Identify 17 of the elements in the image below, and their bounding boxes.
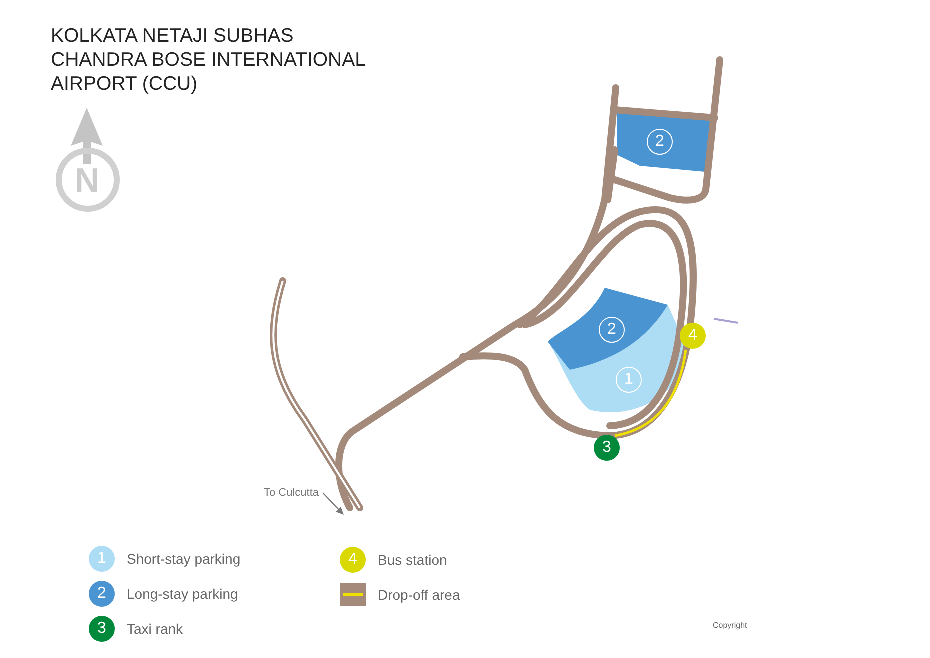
- legend-text: Short-stay parking: [127, 551, 241, 567]
- legend-swatch: 2: [89, 581, 115, 607]
- legend-text: Drop-off area: [378, 586, 460, 602]
- legend-text: Long-stay parking: [127, 586, 238, 602]
- numbered-marker: 4: [680, 323, 706, 349]
- numbered-marker: 2: [599, 317, 625, 343]
- map-title: KOLKATA NETAJI SUBHAS CHANDRA BOSE INTERNATIONAL AIRPORT (CCU): [51, 24, 366, 96]
- copyright-note: Copyright: [713, 621, 748, 630]
- numbered-marker: 3: [594, 435, 620, 461]
- numbered-marker: 2: [647, 129, 673, 155]
- legend-text: Bus station: [378, 552, 448, 568]
- direction-label: To Culcutta: [264, 487, 320, 499]
- legend-text: Taxi rank: [127, 621, 184, 637]
- legend-swatch: 1: [89, 546, 115, 572]
- legend-swatch: 3: [89, 616, 115, 642]
- numbered-marker: 1: [616, 367, 642, 393]
- legend-swatch: 4: [340, 547, 366, 573]
